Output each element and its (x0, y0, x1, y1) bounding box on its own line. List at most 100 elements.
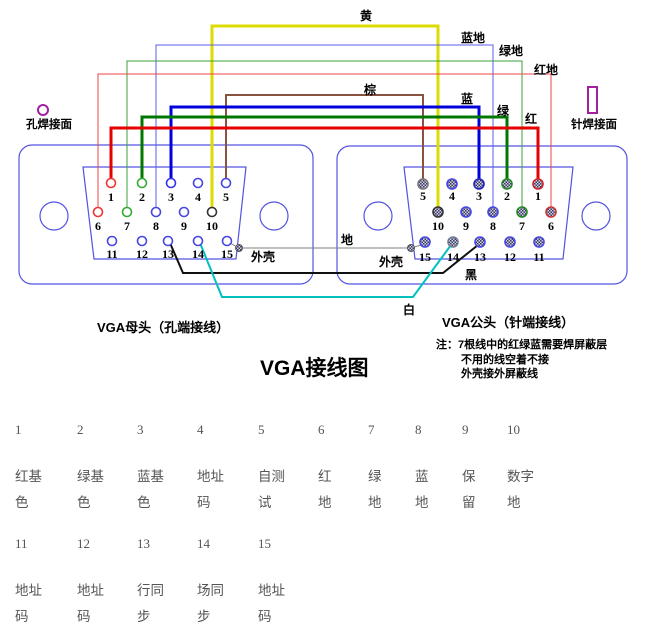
wire-label-blue: 蓝 (461, 92, 474, 106)
mounting-hole (363, 201, 393, 231)
pin-number: 7 (124, 219, 130, 233)
pin-table-label: 地址码 (77, 578, 104, 630)
pin-table-label-line: 色 (137, 495, 151, 510)
pin-table-label-line: 码 (197, 495, 211, 510)
pin-table-label-line: 色 (77, 495, 91, 510)
pin-table-label-line: 步 (197, 609, 211, 624)
pin-table-label-line: 色 (15, 495, 29, 510)
pin-field-right (403, 166, 574, 260)
wire-label-ground: 地 (341, 233, 354, 247)
page-title: VGA接线图 (260, 357, 369, 380)
pin-table-label-line: 行同 (137, 583, 164, 598)
pin-left-15 (221, 235, 233, 247)
pin-number: 1 (535, 189, 541, 203)
pin-table-label-line: 留 (462, 495, 476, 510)
pin-table-label-line: 保 (462, 469, 476, 484)
pin-table-label: 数字地 (507, 464, 534, 516)
wires (97, 24, 552, 298)
pin-right-8 (487, 206, 499, 218)
pin-table-label: 红基色 (15, 464, 42, 516)
pin-table-label-line: 地址 (197, 469, 224, 484)
pin-number: 11 (533, 250, 544, 264)
wire-blue (169, 105, 481, 179)
pin-table-label-line: 绿 (368, 469, 382, 484)
pin-number: 7 (519, 219, 525, 233)
pin-number: 5 (223, 190, 229, 204)
wire-red (109, 126, 540, 179)
shell-contact (235, 244, 243, 252)
pin-table-label: 蓝地 (415, 464, 429, 516)
pin-table-label-line: 绿基 (77, 469, 104, 484)
pin-number: 13 (474, 250, 486, 264)
pin-table-label: 保留 (462, 464, 476, 516)
wire-label-green-ground: 绿地 (499, 44, 524, 58)
pin-table-number: 12 (77, 536, 90, 551)
pin-number: 6 (548, 219, 554, 233)
wire-label-red: 红 (525, 112, 538, 126)
pin-table-number: 13 (137, 536, 150, 551)
pin-right-6 (545, 206, 557, 218)
pin-number: 9 (181, 219, 187, 233)
pin-left-2 (136, 177, 148, 189)
pin-field-left (82, 166, 247, 260)
pin-left-11 (106, 235, 118, 247)
pin-right-5 (417, 178, 429, 190)
pin-left-9 (178, 206, 190, 218)
pin-table-number: 4 (197, 422, 204, 437)
pin-table-label-line: 地 (318, 495, 332, 510)
pin-left-12 (136, 235, 148, 247)
note-line-1: 注：7根线中的红绿蓝需要焊屏蔽层 (436, 336, 607, 352)
pin-left-8 (150, 206, 162, 218)
pin-number: 14 (192, 247, 204, 261)
pin-number: 2 (504, 189, 510, 203)
mounting-hole (39, 201, 69, 231)
pin-number: 13 (162, 247, 174, 261)
pin-number: 5 (420, 189, 426, 203)
note-prefix: 注： (436, 339, 458, 351)
shell-label-right: 外壳 (379, 255, 404, 269)
wire-ground (229, 242, 422, 249)
pin-table-label-line: 试 (258, 495, 272, 510)
pin-number: 15 (419, 250, 431, 264)
hole-solder-face-icon (37, 104, 49, 116)
connector-body-right (336, 145, 628, 285)
pin-number: 14 (447, 250, 459, 264)
pin-table-label-line: 码 (258, 609, 272, 624)
pin-table-label: 红地 (318, 464, 332, 516)
pin-table-number: 8 (415, 422, 422, 437)
pin-right-4 (446, 178, 458, 190)
pin-number: 15 (221, 247, 233, 261)
pin-number: 2 (139, 190, 145, 204)
pin-table-label-line: 红基 (15, 469, 42, 484)
pin-right-2 (501, 178, 513, 190)
pin-right-12 (504, 236, 516, 248)
pin-right-10 (432, 206, 444, 218)
pin-table-number: 9 (462, 422, 469, 437)
pin-number: 11 (106, 247, 117, 261)
wire-green-ground (126, 60, 523, 207)
pin-left-14 (192, 235, 204, 247)
pin-number: 1 (108, 190, 114, 204)
pin-table-label-line: 码 (15, 609, 29, 624)
pin-number: 12 (504, 250, 516, 264)
wire-green (140, 115, 509, 179)
mounting-hole (259, 201, 289, 231)
pin-table-label: 场同步 (197, 578, 224, 630)
pin-table-label-line: 地 (507, 495, 521, 510)
pin-left-1 (105, 177, 117, 189)
pin-table-label-line: 蓝基 (137, 469, 164, 484)
pin-right-15 (419, 236, 431, 248)
pin-number: 8 (153, 219, 159, 233)
connector-body-left (18, 144, 314, 285)
pin-left-6 (92, 206, 104, 218)
pin-table-label-line: 地址 (77, 583, 104, 598)
pin-table-label: 绿地 (368, 464, 382, 516)
pin-table-label-line: 数字 (507, 469, 534, 484)
pin-table-label: 行同步 (137, 578, 164, 630)
caption-male-connector: VGA公头（针端接线） (442, 315, 575, 330)
pin-number: 6 (95, 219, 101, 233)
pin-solder-face-icon (587, 86, 598, 114)
pin-right-3 (473, 178, 485, 190)
